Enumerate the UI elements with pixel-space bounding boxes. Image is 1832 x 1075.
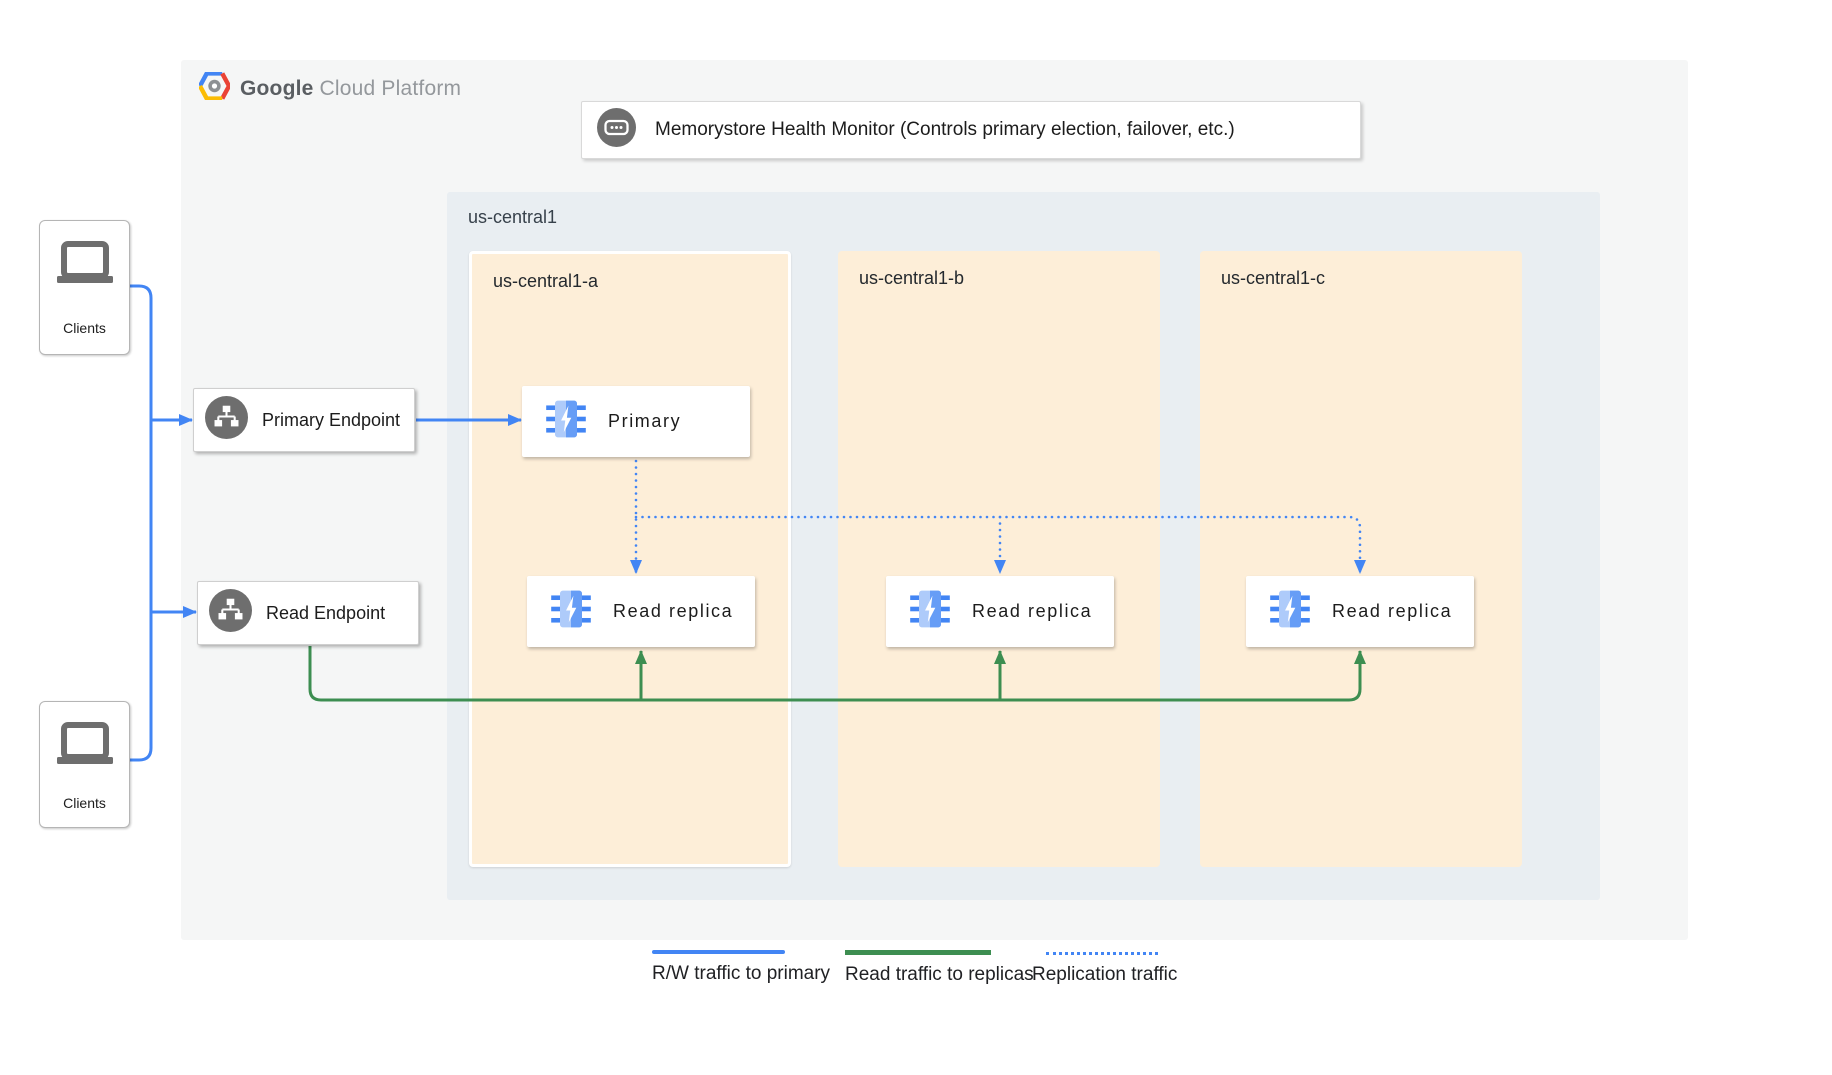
health-monitor-box: Memorystore Health Monitor (Controls pri… bbox=[581, 101, 1361, 159]
client-trunk-line bbox=[130, 284, 153, 762]
zone-us-central1-c: us-central1-c bbox=[1200, 251, 1522, 867]
memorystore-icon bbox=[1268, 587, 1312, 636]
legend-read-label: Read traffic to replicas bbox=[845, 964, 1034, 985]
clients-label: Clients bbox=[63, 795, 106, 811]
read-replica-a-box: Read replica bbox=[527, 576, 755, 647]
clients-box-top: Clients bbox=[39, 220, 130, 355]
health-monitor-label: Memorystore Health Monitor (Controls pri… bbox=[655, 119, 1235, 140]
read-endpoint-box: Read Endpoint bbox=[197, 581, 419, 645]
network-endpoint-icon bbox=[205, 396, 248, 444]
gcp-hexagon-icon bbox=[198, 71, 232, 105]
legend-read-line-swatch bbox=[845, 950, 991, 955]
gcp-logo-suffix: Cloud Platform bbox=[319, 76, 462, 100]
primary-node-box: Primary bbox=[522, 386, 750, 457]
legend-replication-traffic: Replication traffic bbox=[1032, 950, 1177, 986]
memorystore-icon bbox=[908, 587, 952, 636]
zone-us-central1-a: us-central1-a bbox=[469, 251, 791, 867]
region-label: us-central1 bbox=[468, 207, 558, 227]
read-endpoint-label: Read Endpoint bbox=[266, 602, 386, 623]
legend-rw-label: R/W traffic to primary bbox=[652, 963, 831, 984]
network-endpoint-icon bbox=[209, 589, 252, 637]
primary-node-label: Primary bbox=[608, 411, 682, 431]
laptop-icon bbox=[54, 702, 116, 777]
zone-a-label: us-central1-a bbox=[493, 271, 599, 291]
read-replica-b-box: Read replica bbox=[886, 576, 1114, 647]
laptop-icon bbox=[54, 221, 116, 296]
region-us-central1: us-central1 us-central1-a us-central1-b … bbox=[447, 192, 1600, 900]
read-replica-b-label: Read replica bbox=[972, 601, 1093, 621]
gcp-logo-google: Google bbox=[240, 76, 314, 100]
memorystore-icon bbox=[549, 587, 593, 636]
health-monitor-icon bbox=[596, 107, 637, 153]
zone-b-label: us-central1-b bbox=[859, 268, 965, 288]
legend-replication-label: Replication traffic bbox=[1032, 964, 1178, 985]
clients-label: Clients bbox=[63, 320, 106, 336]
legend-replication-line-swatch bbox=[1046, 952, 1158, 955]
read-replica-c-box: Read replica bbox=[1246, 576, 1474, 647]
legend-read-traffic: Read traffic to replicas bbox=[845, 950, 1034, 986]
memorystore-icon bbox=[544, 397, 588, 446]
zone-c-label: us-central1-c bbox=[1221, 268, 1326, 288]
primary-endpoint-label: Primary Endpoint bbox=[262, 409, 401, 430]
clients-box-bottom: Clients bbox=[39, 701, 130, 828]
read-replica-c-label: Read replica bbox=[1332, 601, 1453, 621]
legend-rw-traffic: R/W traffic to primary bbox=[652, 950, 830, 985]
read-replica-a-label: Read replica bbox=[613, 601, 734, 621]
legend-rw-line-swatch bbox=[652, 950, 785, 954]
zone-us-central1-b: us-central1-b bbox=[838, 251, 1160, 867]
primary-endpoint-box: Primary Endpoint bbox=[193, 388, 415, 452]
